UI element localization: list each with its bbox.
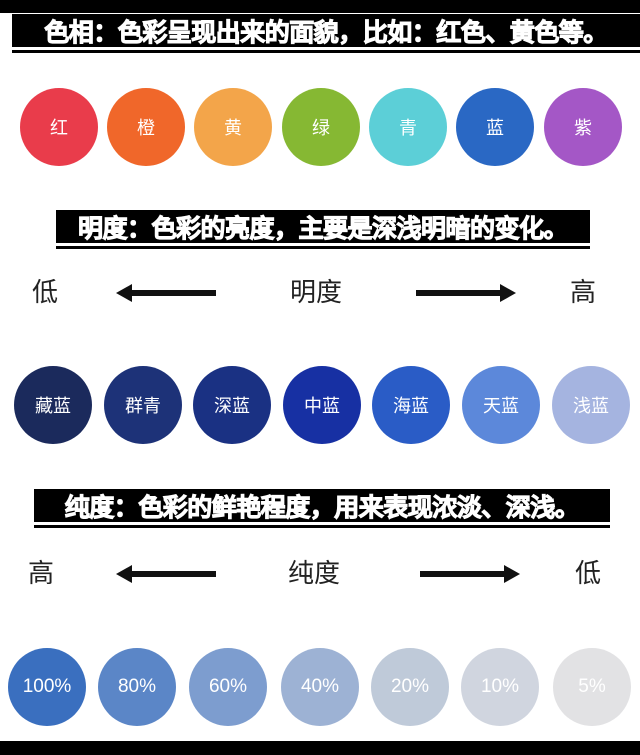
- saturation-swatch-20: 20%: [371, 648, 449, 726]
- saturation-swatch-40: 40%: [281, 648, 359, 726]
- scale-high-label: 高: [28, 559, 55, 589]
- saturation-swatch-80: 80%: [98, 648, 176, 726]
- arrow-left-icon: [116, 565, 216, 583]
- brightness-swatch-7: 浅蓝: [552, 366, 630, 444]
- hue-circle-row: 红 橙 黄 绿 青 蓝 紫: [0, 88, 640, 168]
- swatch-label: 天蓝: [483, 396, 519, 417]
- swatch-label: 群青: [125, 396, 161, 417]
- brightness-swatch-6: 天蓝: [462, 366, 540, 444]
- saturation-headline-text: 纯度：色彩的鲜艳程度，用来表现浓淡、深浅。: [64, 492, 580, 522]
- hue-swatch-purple: 紫: [544, 88, 622, 166]
- brightness-headline-text: 明度：色彩的亮度，主要是深浅明暗的变化。: [77, 213, 569, 243]
- swatch-label: 20%: [390, 676, 430, 697]
- swatch-label: 红: [50, 118, 68, 139]
- arrow-right-icon: [416, 284, 516, 302]
- swatch-label: 紫: [574, 118, 592, 139]
- scale-high-label: 高: [570, 278, 597, 308]
- swatch-label: 40%: [300, 676, 340, 697]
- swatch-label: 藏蓝: [35, 396, 71, 417]
- swatch-label: 绿: [312, 118, 330, 139]
- swatch-label: 浅蓝: [573, 396, 609, 417]
- saturation-scale: 高 纯度 低: [0, 554, 640, 594]
- saturation-swatch-10: 10%: [461, 648, 539, 726]
- swatch-label: 10%: [480, 676, 520, 697]
- hue-headline-text: 色相：色彩呈现出来的面貌，比如：红色、黄色等。: [44, 17, 609, 47]
- saturation-circle-row: 100% 80% 60% 40% 20% 10% 5%: [0, 648, 640, 728]
- brightness-swatch-4: 中蓝: [283, 366, 361, 444]
- brightness-circle-row: 藏蓝 群青 深蓝 中蓝 海蓝 天蓝 浅蓝: [0, 366, 640, 446]
- brightness-swatch-1: 藏蓝: [14, 366, 92, 444]
- hue-swatch-cyan: 青: [369, 88, 447, 166]
- arrow-right-icon: [420, 565, 520, 583]
- scale-low-label: 低: [575, 559, 602, 589]
- swatch-label: 深蓝: [214, 396, 250, 417]
- scale-low-label: 低: [32, 278, 59, 308]
- hue-swatch-red: 红: [20, 88, 98, 166]
- hue-swatch-orange: 橙: [107, 88, 185, 166]
- top-black-bar: [0, 0, 640, 13]
- swatch-label: 青: [399, 118, 417, 139]
- hue-swatch-green: 绿: [282, 88, 360, 166]
- hue-swatch-blue: 蓝: [456, 88, 534, 166]
- brightness-swatch-5: 海蓝: [372, 366, 450, 444]
- hue-headline: 色相：色彩呈现出来的面貌，比如：红色、黄色等。: [12, 14, 640, 50]
- arrow-left-icon: [116, 284, 216, 302]
- saturation-swatch-5: 5%: [553, 648, 631, 726]
- scale-center-label: 纯度: [288, 559, 341, 589]
- swatch-label: 60%: [208, 676, 248, 697]
- swatch-label: 100%: [22, 676, 72, 697]
- swatch-label: 5%: [578, 676, 606, 697]
- swatch-label: 蓝: [486, 118, 504, 139]
- brightness-swatch-3: 深蓝: [193, 366, 271, 444]
- scale-center-label: 明度: [290, 278, 343, 308]
- hue-swatch-yellow: 黄: [194, 88, 272, 166]
- swatch-label: 中蓝: [304, 396, 340, 417]
- swatch-label: 海蓝: [393, 396, 429, 417]
- bottom-black-bar: [0, 741, 640, 755]
- swatch-label: 80%: [117, 676, 157, 697]
- brightness-headline: 明度：色彩的亮度，主要是深浅明暗的变化。: [56, 210, 590, 246]
- brightness-swatch-2: 群青: [104, 366, 182, 444]
- brightness-scale: 低 明度 高: [0, 273, 640, 313]
- swatch-label: 黄: [224, 118, 242, 139]
- saturation-swatch-100: 100%: [8, 648, 86, 726]
- saturation-headline: 纯度：色彩的鲜艳程度，用来表现浓淡、深浅。: [34, 489, 610, 525]
- swatch-label: 橙: [137, 118, 155, 139]
- saturation-swatch-60: 60%: [189, 648, 267, 726]
